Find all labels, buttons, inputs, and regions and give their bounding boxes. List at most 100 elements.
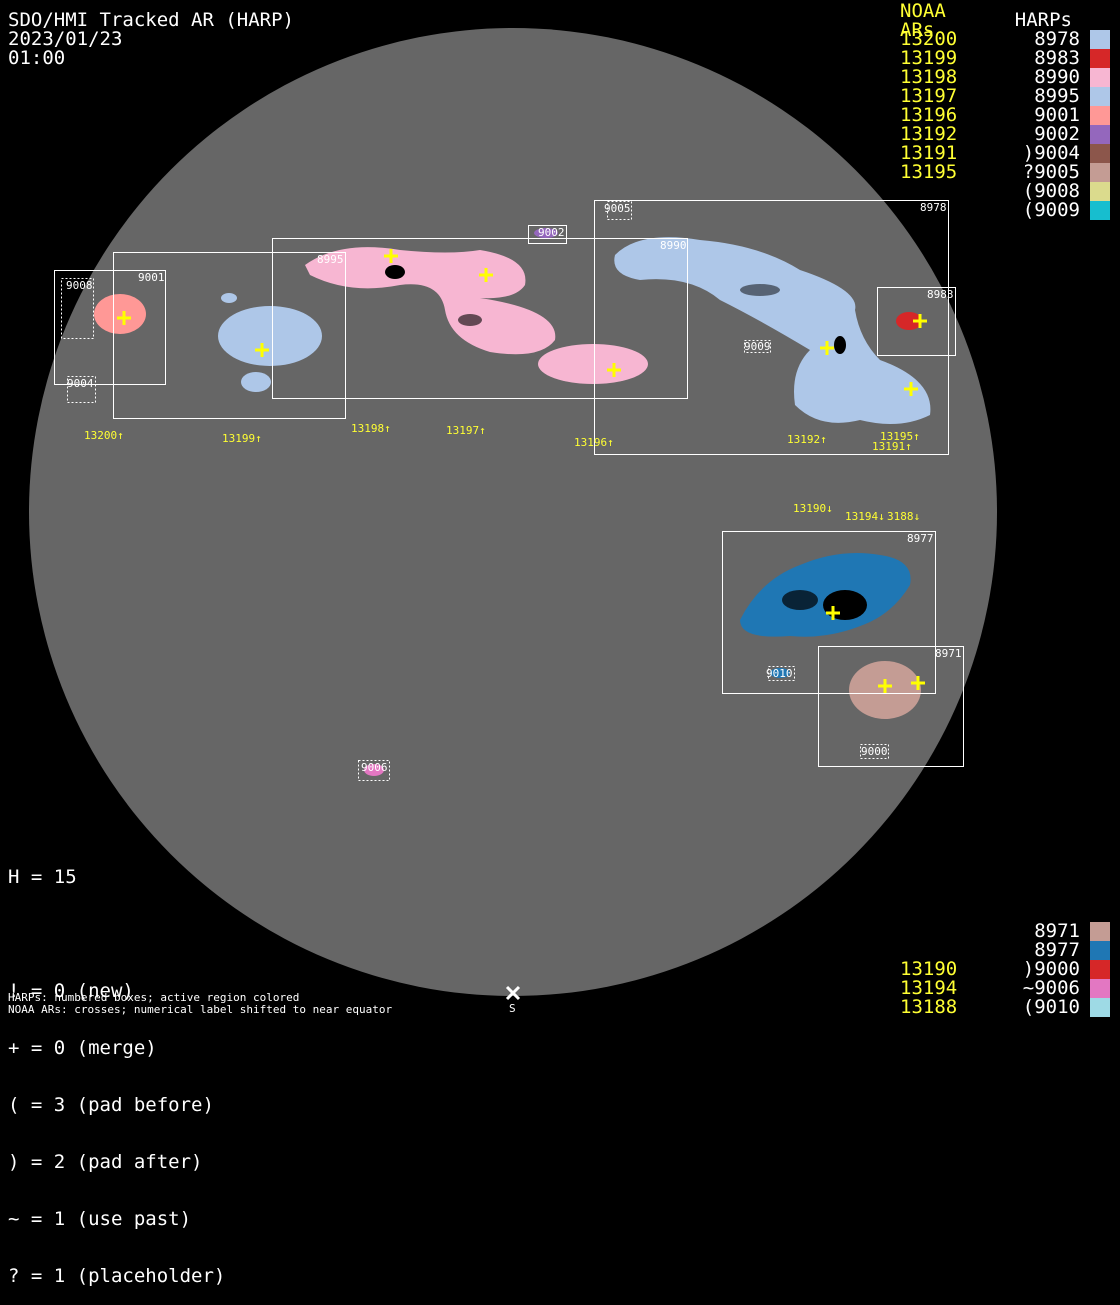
region-8995-c (221, 293, 237, 303)
legend-row: 13197 8995 (900, 87, 1110, 106)
noaa-number: 13199 (900, 47, 958, 69)
color-swatch (1090, 201, 1110, 220)
noaa-number: 13190 (900, 958, 958, 980)
noaa-labels: 13200↑ 13199↑ 13198↑ 13197↑ 13196↑ 13192… (84, 422, 920, 523)
svg-text:13190↓: 13190↓ (793, 502, 833, 515)
title: SDO/HMI Tracked AR (HARP) (8, 9, 294, 31)
region-8978 (614, 237, 931, 424)
stats-line: ? = 1 (placeholder) (8, 1265, 226, 1287)
harp-number: ~9006 (1022, 977, 1080, 999)
region-8983 (896, 312, 922, 330)
stats-line: ~ = 1 (use past) (8, 1208, 192, 1230)
svg-text:3188↓: 3188↓ (887, 510, 920, 523)
color-swatch (1090, 922, 1110, 941)
svg-text:9001: 9001 (138, 271, 165, 284)
legend-row: 13190)9000 (900, 960, 1110, 979)
svg-text:8977: 8977 (907, 532, 934, 545)
south-pole-marker-icon (505, 985, 521, 1001)
svg-text:13196↑: 13196↑ (574, 436, 614, 449)
region-8995 (218, 306, 322, 366)
svg-text:8983: 8983 (927, 288, 954, 301)
harp-number: 8995 (1034, 85, 1080, 107)
harp-number: 8990 (1034, 66, 1080, 88)
noaa-number: 13192 (900, 123, 958, 145)
noaa-number: 13196 (900, 104, 958, 126)
legend-row: 13194 ~9006 (900, 979, 1110, 998)
legend-row: 13191)9004 (900, 144, 1110, 163)
color-swatch (1090, 30, 1110, 49)
legend-row: (9008 (900, 182, 1110, 201)
legend-row: 13188 (9010 (900, 998, 1110, 1017)
stats-line: ( = 3 (pad before) (8, 1094, 214, 1116)
svg-text:9005: 9005 (604, 202, 631, 215)
svg-text:13200↑: 13200↑ (84, 429, 124, 442)
noaa-number: 13194 (900, 977, 958, 999)
harp-number: 8978 (1034, 28, 1080, 50)
svg-text:8990: 8990 (660, 239, 687, 252)
color-swatch (1090, 941, 1110, 960)
color-swatch (1090, 182, 1110, 201)
color-swatch (1090, 998, 1110, 1017)
color-swatch (1090, 960, 1110, 979)
harp-number: 8977 (1034, 939, 1080, 961)
region-8990-b (538, 344, 648, 384)
legend-row: 8971 (900, 922, 1110, 941)
region-9001 (94, 294, 146, 334)
legend-row: 13192 9002 (900, 125, 1110, 144)
svg-text:13198↑: 13198↑ (351, 422, 391, 435)
legend-row: 13200 8978 (900, 30, 1110, 49)
color-swatch (1090, 144, 1110, 163)
harp-number: ?9005 (1022, 161, 1080, 183)
color-swatch (1090, 87, 1110, 106)
harp-number: (9009 (1022, 199, 1080, 221)
harp-number: 8983 (1034, 47, 1080, 69)
harp-boxes: 8978 9005 8990 8995 9001 9008 9004 9002 … (54, 200, 964, 781)
noaa-number: 13188 (900, 996, 958, 1018)
svg-text:9009: 9009 (744, 340, 771, 353)
harp-number: 8971 (1034, 920, 1080, 942)
harp-number: (9010 (1022, 996, 1080, 1018)
solar-disk-plot: 8978 9005 8990 8995 9001 9008 9004 9002 … (29, 28, 997, 1015)
stats-line: ! = 0 (new) (8, 980, 134, 1002)
region-9010 (770, 668, 790, 678)
color-swatch (1090, 68, 1110, 87)
color-swatch (1090, 163, 1110, 182)
harp-header: HARPs (1014, 9, 1072, 31)
noaa-number: 13200 (900, 28, 958, 50)
legend-row: 13199 8983 (900, 49, 1110, 68)
harp-number: 9002 (1034, 123, 1080, 145)
south-label: S (509, 1002, 516, 1015)
svg-text:13192↑: 13192↑ (787, 433, 827, 446)
noaa-number: 13197 (900, 85, 958, 107)
svg-text:9010: 9010 (766, 667, 793, 680)
svg-text:9002: 9002 (538, 226, 565, 239)
svg-text:8978: 8978 (920, 201, 947, 214)
svg-text:9006: 9006 (361, 761, 388, 774)
svg-text:13199↑: 13199↑ (222, 432, 262, 445)
stats-h: H = 15 (8, 866, 77, 888)
stats-panel: H = 15 ! = 0 (new) + = 0 (merge) ( = 3 (… (8, 830, 225, 1305)
svg-text:13195↑: 13195↑ (880, 430, 920, 443)
legend-row: (9009 (900, 201, 1110, 220)
date: 2023/01/23 (8, 28, 123, 50)
noaa-crosses (117, 249, 927, 693)
harp-number: )9004 (1022, 142, 1080, 164)
color-swatch (1090, 106, 1110, 125)
region-9006 (364, 764, 384, 776)
legend-row: 13198 8990 (900, 68, 1110, 87)
time: 01:00 (8, 47, 66, 69)
svg-text:13194↓: 13194↓ (845, 510, 885, 523)
svg-text:9008: 9008 (66, 279, 93, 292)
color-swatch (1090, 979, 1110, 998)
svg-text:13191↑: 13191↑ (872, 440, 912, 453)
noaa-number: 13195 (900, 161, 958, 183)
legend-row: 8977 (900, 941, 1110, 960)
svg-text:9004: 9004 (67, 377, 94, 390)
note-line: NOAA ARs: crosses; numerical label shift… (8, 1003, 393, 1016)
svg-text:8971: 8971 (935, 647, 962, 660)
color-swatch (1090, 49, 1110, 68)
stats-line: + = 0 (merge) (8, 1037, 157, 1059)
noaa-number: 13198 (900, 66, 958, 88)
